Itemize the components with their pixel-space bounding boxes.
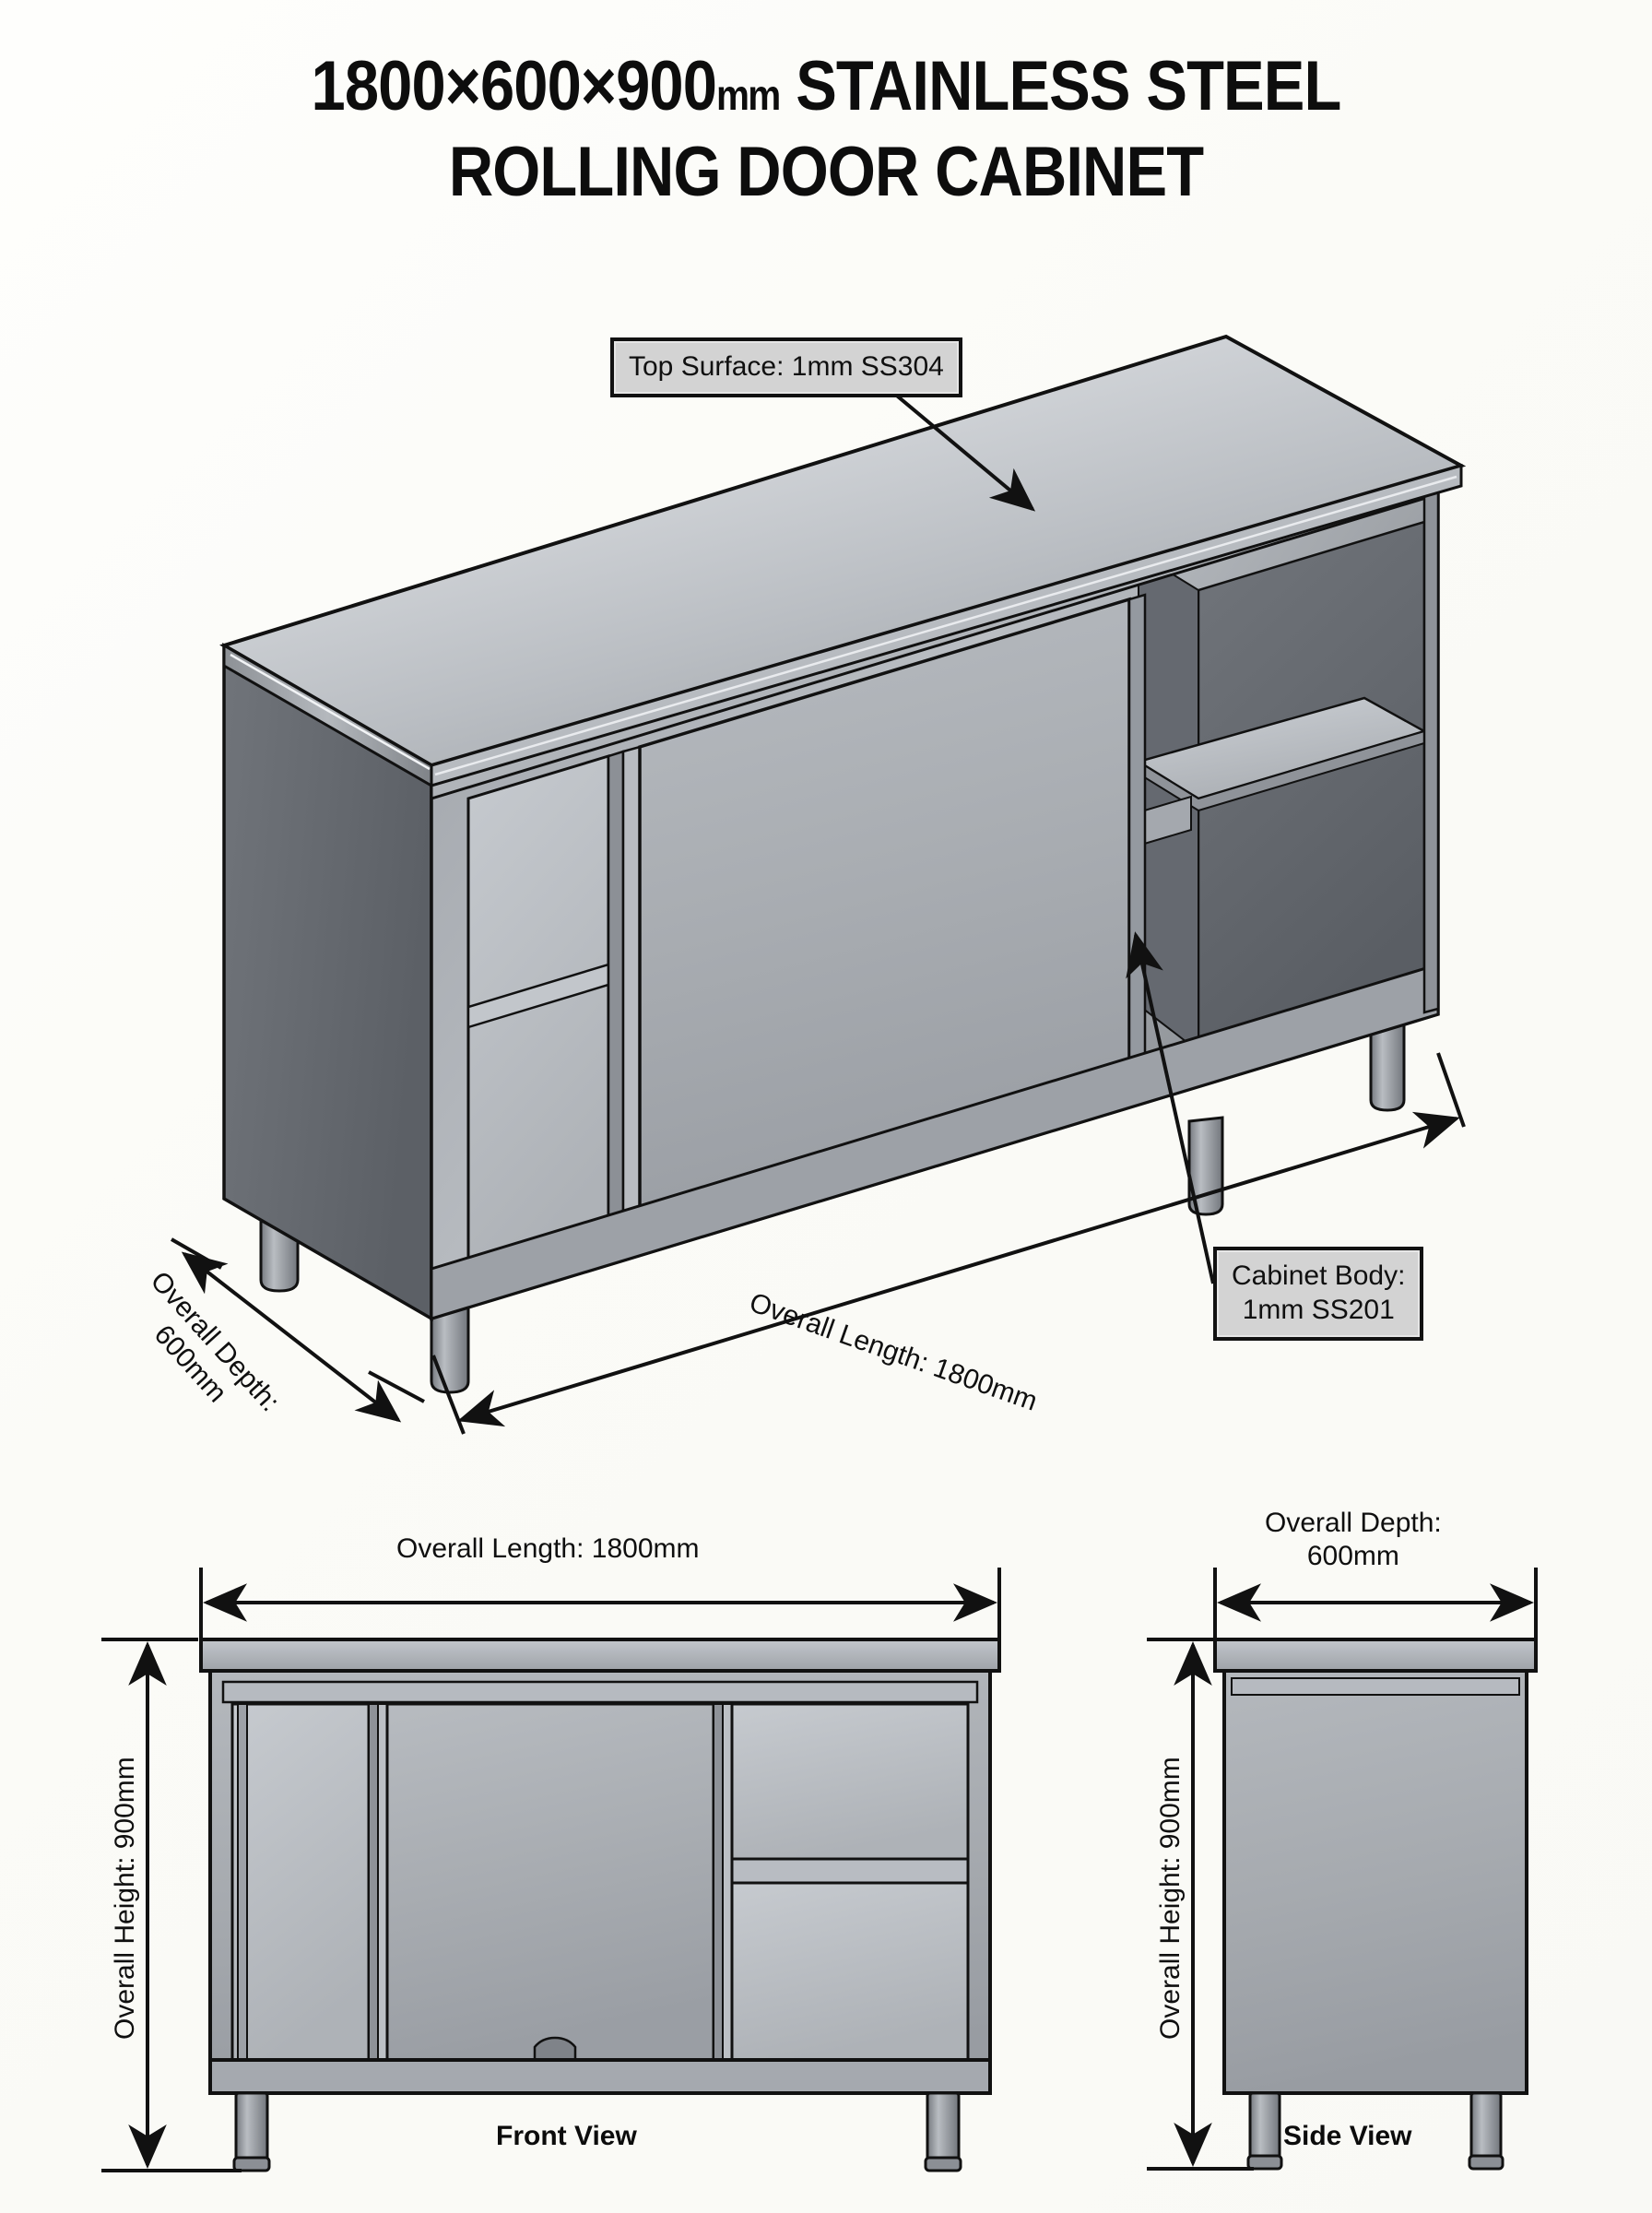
iso-top-highlight-a (230, 653, 431, 771)
callout-cabinet-body-line2: 1mm SS201 (1242, 1295, 1395, 1325)
front-view-length-dimension (199, 1568, 1001, 1651)
iso-depth-dimension (171, 1237, 425, 1423)
side-view (1147, 1568, 1538, 2171)
title-material: STAINLESS STEEL (796, 47, 1341, 125)
front-view-height-dimension (101, 1638, 242, 2172)
side-view-depth-dimension (1213, 1568, 1538, 1651)
leader-top-surface (879, 381, 1036, 512)
title-dimensions: 1800×600×900 (311, 47, 717, 125)
iso-length-dimension (431, 1052, 1466, 1435)
iso-door-sliding-edge (1127, 593, 1147, 1083)
callout-top-surface-text: Top Surface: 1mm SS304 (629, 351, 944, 382)
side-view-depth-label: Overall Depth: 600mm (1265, 1507, 1442, 1573)
iso-top-highlight-b (434, 475, 1457, 776)
front-view-length-label: Overall Length: 1800mm (396, 1533, 700, 1564)
iso-right-post (1422, 459, 1440, 1014)
side-view-depth-label-line1: Overall Depth: (1265, 1508, 1442, 1538)
front-view (101, 1568, 1001, 2172)
side-view-height-dimension (1147, 1638, 1254, 2171)
title-unit: mm (716, 71, 781, 119)
title-line-2: ROLLING DOOR CABINET (448, 133, 1204, 211)
callout-cabinet-body: Cabinet Body: 1mm SS201 (1213, 1247, 1424, 1341)
side-view-depth-label-line2: 600mm (1306, 1541, 1399, 1571)
front-view-height-label: Overall Height: 900mm (110, 1757, 140, 2040)
callout-top-surface: Top Surface: 1mm SS304 (610, 337, 962, 397)
isometric-view (171, 334, 1467, 1435)
front-view-caption: Front View (496, 2121, 637, 2151)
iso-door-track-2 (621, 745, 642, 1235)
side-view-height-label: Overall Height: 900mm (1155, 1757, 1186, 2040)
page-title: 1800×600×900mm STAINLESS STEEL ROLLING D… (0, 48, 1652, 211)
callout-cabinet-body-line1: Cabinet Body: (1232, 1260, 1406, 1291)
title-line-1: 1800×600×900mm STAINLESS STEEL (100, 48, 1553, 134)
side-view-caption: Side View (1283, 2121, 1412, 2151)
iso-door-track-1 (607, 750, 625, 1239)
